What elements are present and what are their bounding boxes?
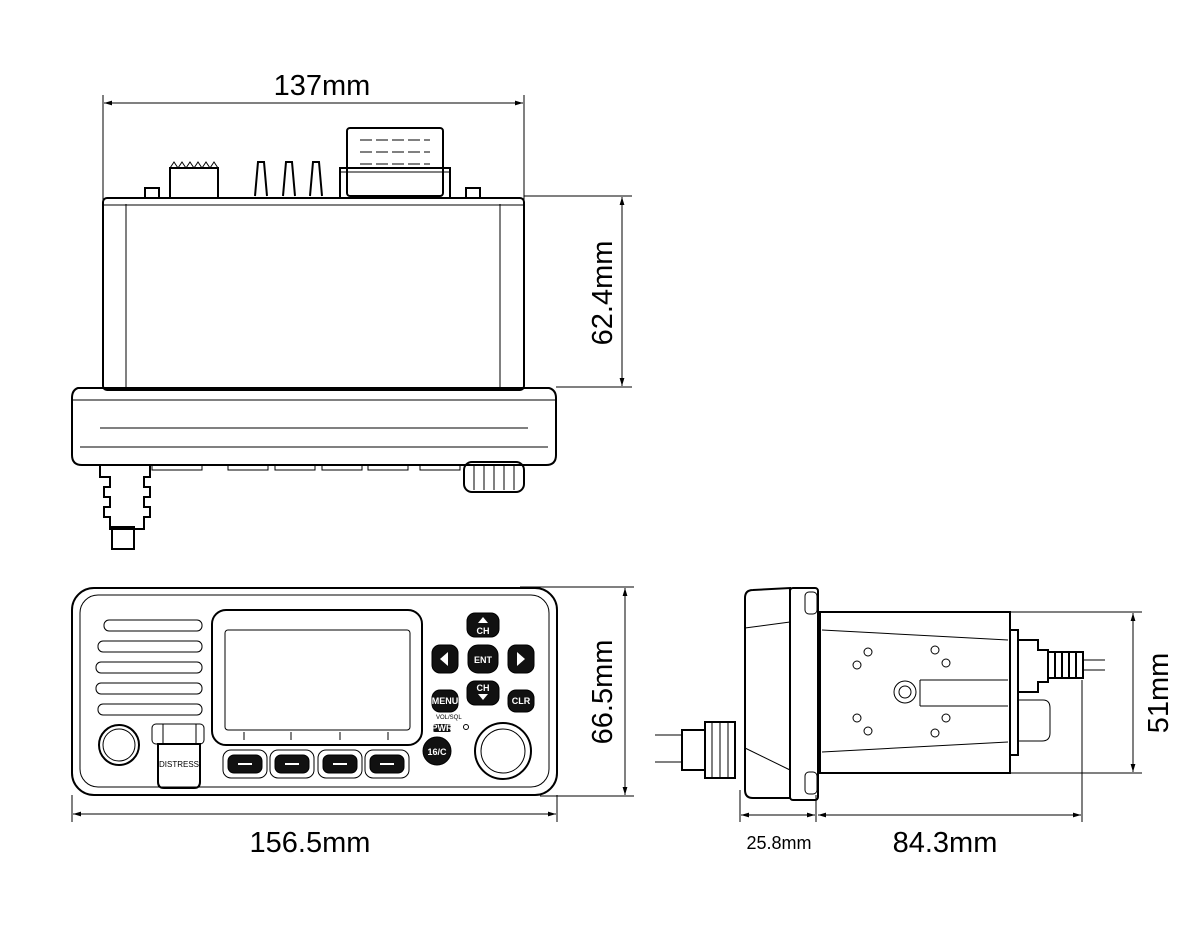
ch-up-button[interactable] (466, 612, 500, 638)
vol-sql-label: VOL/SQL (436, 715, 462, 721)
display-bezel (211, 609, 423, 746)
power-label: PWR (432, 723, 453, 733)
softkeys (222, 749, 410, 779)
right-arrow-icon (517, 652, 525, 666)
distress-label: DISTRESS (159, 760, 199, 769)
distress-button[interactable] (157, 743, 201, 789)
mounting-holes (852, 645, 951, 738)
top-height-label: 62.4mm (587, 241, 619, 346)
channel-16-label: 16/C (427, 747, 447, 757)
round-button[interactable] (98, 724, 140, 766)
down-arrow-icon (478, 694, 488, 700)
enter-label: ENT (474, 655, 493, 665)
side-view: 51mm 25.8mm 84.3mm (655, 586, 1175, 859)
top-view: 137mm (71, 70, 632, 550)
side-bezel-depth-label: 25.8mm (746, 833, 811, 853)
enter-button[interactable] (467, 644, 499, 674)
vol-sql-knob[interactable] (474, 722, 532, 780)
side-body-depth-label: 84.3mm (893, 827, 998, 859)
menu-button[interactable] (431, 689, 459, 713)
clear-button[interactable] (507, 689, 535, 713)
clear-label: CLR (512, 696, 531, 706)
channel-16-button[interactable] (422, 736, 452, 766)
display-screen (224, 629, 411, 731)
top-width-label: 137mm (274, 70, 371, 102)
ch-down-button[interactable] (466, 680, 500, 706)
left-arrow-icon (440, 652, 448, 666)
front-height-label: 66.5mm (587, 640, 619, 745)
dpad: CH ENT CH MENU CLR (431, 612, 535, 713)
speaker-grille (95, 619, 203, 716)
ch-down-label: CH (477, 683, 490, 693)
side-height-label: 51mm (1143, 653, 1175, 734)
menu-label: MENU (432, 696, 459, 706)
front-view: DISTRESS CH ENT CH MENU CLR VOL/SQL PWR … (71, 586, 634, 859)
ch-up-label: CH (477, 626, 490, 636)
front-width-label: 156.5mm (250, 827, 371, 859)
